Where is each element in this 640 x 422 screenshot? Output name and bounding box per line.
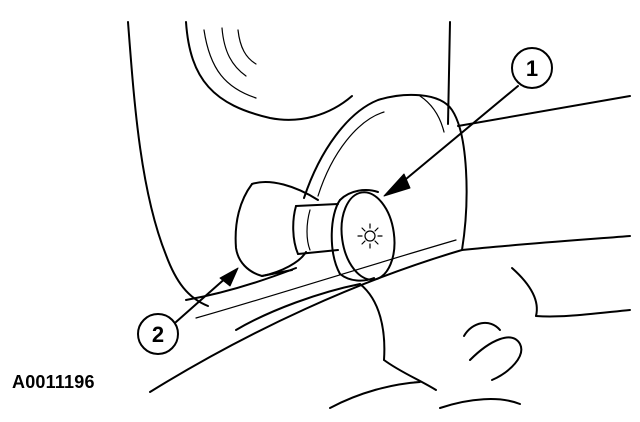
callout-2-number: 2: [152, 322, 164, 347]
callout-1: 1: [511, 47, 553, 89]
switch-knob-base: [234, 180, 319, 277]
dashboard-outline: [127, 21, 631, 307]
headlamp-switch-knob: [330, 189, 396, 282]
callout-2-leader: [175, 267, 239, 323]
headlamp-symbol-icon: [357, 223, 383, 249]
callout-2: 2: [137, 313, 179, 355]
lower-trim: [149, 239, 631, 409]
switch-shaft: [292, 203, 339, 255]
callout-1-number: 1: [526, 56, 538, 81]
switch-bezel: [303, 93, 468, 251]
callout-1-leader: [383, 85, 519, 197]
figure-id-label: A0011196: [12, 372, 95, 392]
